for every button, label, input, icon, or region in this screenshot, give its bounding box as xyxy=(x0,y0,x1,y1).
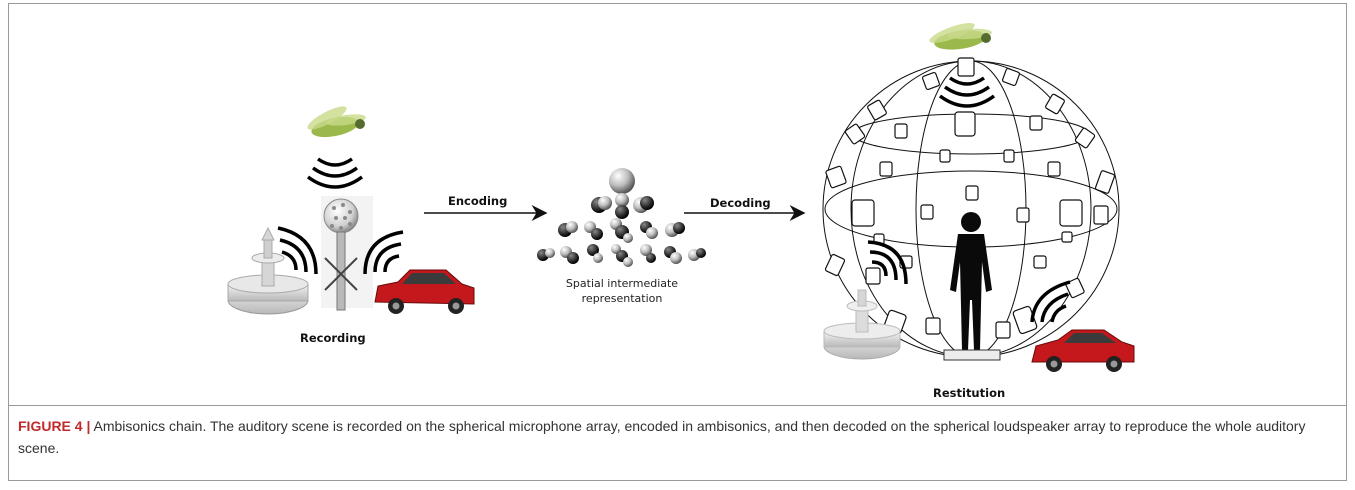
sound-waves-icon xyxy=(306,157,364,189)
restitution-label: Restitution xyxy=(933,386,1006,400)
spherical-microphone-icon xyxy=(321,196,373,311)
red-car-icon xyxy=(1031,329,1135,372)
spatial-representation-label: Spatial intermediate representation xyxy=(552,276,692,306)
sound-waves-icon xyxy=(867,240,908,285)
sound-waves-icon xyxy=(277,226,318,275)
caption-divider xyxy=(8,405,1347,406)
figure-number: FIGURE 4 | xyxy=(18,418,91,434)
red-car-icon xyxy=(374,269,475,314)
figure-frame xyxy=(8,3,1347,481)
caption-text: Ambisonics chain. The auditory scene is … xyxy=(18,418,1306,456)
loudspeaker-icon xyxy=(824,57,1116,339)
figure-illustration xyxy=(227,23,1135,372)
encoding-label: Encoding xyxy=(448,194,508,208)
recording-label: Recording xyxy=(300,331,366,345)
sound-waves-icon xyxy=(1030,280,1071,323)
sound-waves-icon xyxy=(938,76,996,108)
spatial-label-line2: representation xyxy=(581,292,663,305)
cicada-icon xyxy=(929,23,992,50)
figure-caption: FIGURE 4 | Ambisonics chain. The auditor… xyxy=(18,415,1328,459)
fountain-icon xyxy=(823,289,901,360)
fountain-icon xyxy=(227,226,309,315)
listener-silhouette-icon xyxy=(943,212,1001,361)
spherical-harmonics-icon xyxy=(537,168,706,267)
spatial-label-line1: Spatial intermediate xyxy=(565,277,679,290)
cicada-icon xyxy=(307,106,366,138)
sound-waves-icon xyxy=(363,230,404,275)
decoding-label: Decoding xyxy=(710,196,771,210)
